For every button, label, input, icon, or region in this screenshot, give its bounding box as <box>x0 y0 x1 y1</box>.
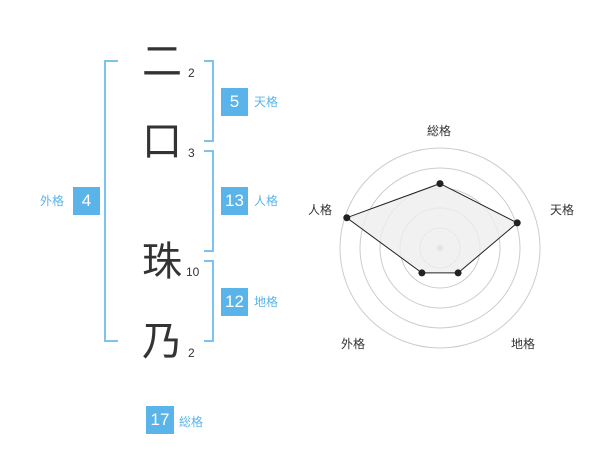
radar-label-soukaku: 総格 <box>427 124 452 138</box>
jinkaku-bracket <box>204 150 214 252</box>
name-char-2: 口 <box>142 119 182 165</box>
radar-label-gaikaku: 外格 <box>341 337 366 351</box>
chikaku-value: 12 <box>221 288 248 316</box>
tenkaku-bracket <box>204 60 214 142</box>
gaikaku-bracket <box>104 60 118 342</box>
radar-label-jinkaku: 人格 <box>308 203 333 217</box>
chikaku-bracket <box>204 260 214 342</box>
jinkaku-value: 13 <box>221 187 248 215</box>
name-char-1: 二 <box>142 39 182 85</box>
radar-label-chikaku: 地格 <box>511 337 536 351</box>
stroke-count-4: 2 <box>188 346 195 360</box>
radar-point-3 <box>454 269 462 277</box>
gaikaku-value: 4 <box>73 187 100 215</box>
tenkaku-value: 5 <box>221 88 248 116</box>
radar-point-1 <box>436 180 444 188</box>
gaikaku-label: 外格 <box>40 194 65 208</box>
radar-point-5 <box>343 214 351 222</box>
radar-grid-circle <box>359 167 521 329</box>
stroke-count-1: 2 <box>188 66 195 80</box>
radar-point-4 <box>418 269 426 277</box>
soukaku-label: 総格 <box>179 415 204 429</box>
stroke-count-3: 10 <box>186 265 200 279</box>
radar-grid-circle <box>339 147 541 349</box>
tenkaku-label: 天格 <box>254 95 279 109</box>
soukaku-value: 17 <box>146 406 174 434</box>
name-char-3: 珠 <box>142 239 182 285</box>
chikaku-label: 地格 <box>254 295 279 309</box>
name-char-4: 乃 <box>142 319 182 365</box>
radar-point-2 <box>513 219 521 227</box>
radar-value-area <box>345 183 519 274</box>
jinkaku-label: 人格 <box>254 194 279 208</box>
stroke-count-2: 3 <box>188 146 195 160</box>
radar-label-tenkaku: 天格 <box>550 203 575 217</box>
